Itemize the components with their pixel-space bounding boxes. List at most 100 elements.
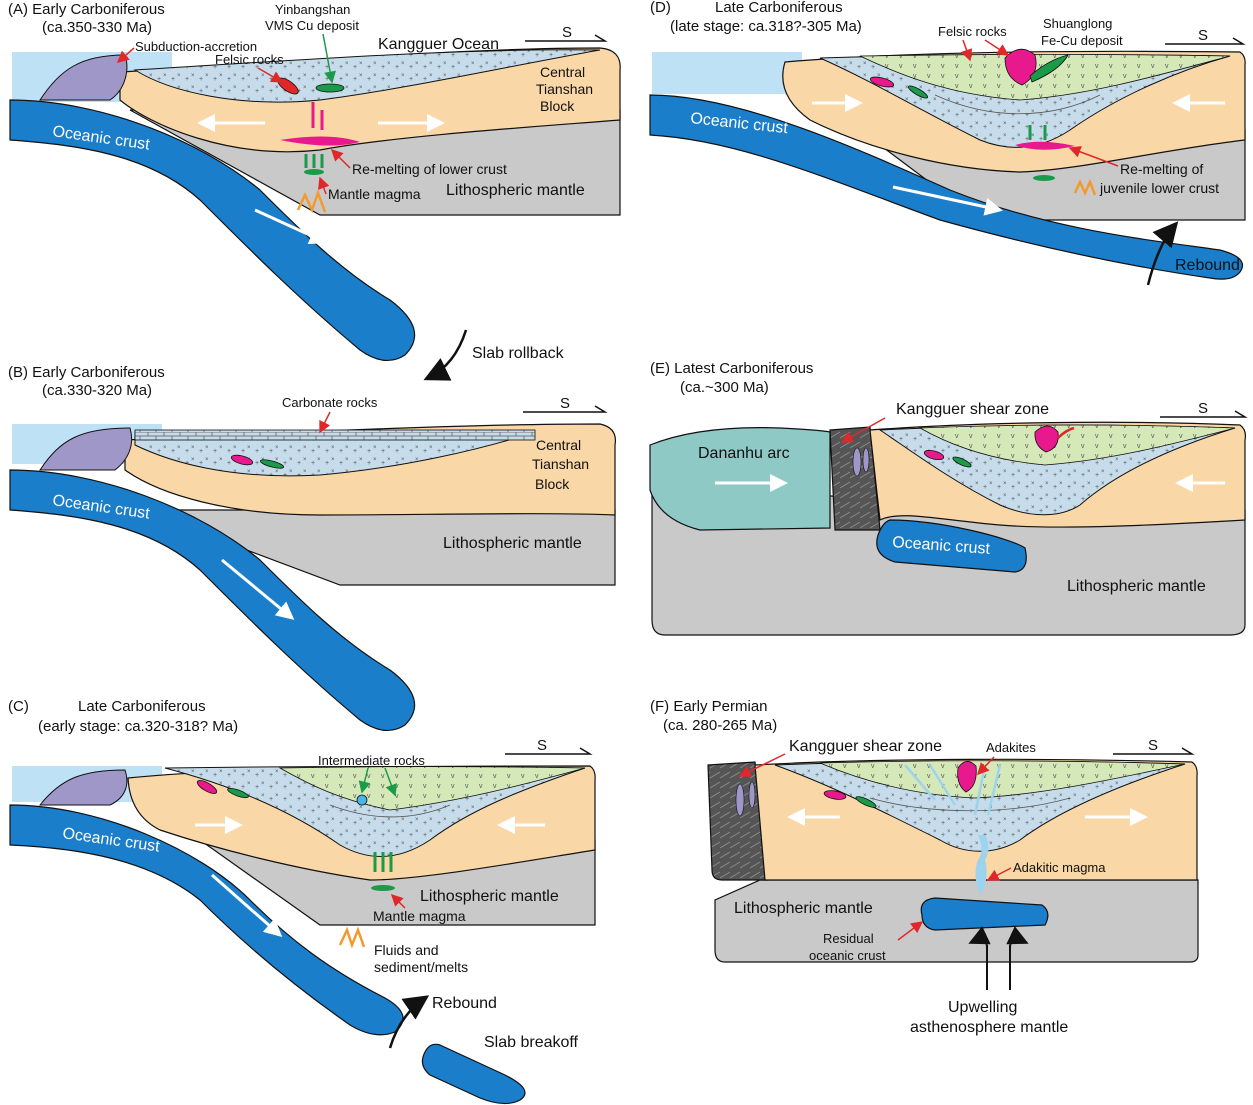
panel-f-title: (F) Early Permian — [650, 698, 768, 715]
panel-d-slab-arrow-icon — [892, 185, 1003, 216]
panel-e-lith-mantle-label: Lithospheric mantle — [1067, 578, 1206, 595]
panel-d-ocean-water — [652, 52, 802, 94]
panel-b-sediment-basin — [134, 431, 536, 477]
panel-b-title: (B) Early Carboniferous — [8, 364, 165, 381]
panel-a-block-line-3: Block — [540, 98, 575, 114]
panel-f-adakitic-magma-label: Adakitic magma — [1013, 860, 1106, 875]
panel-f-residual-line-2: oceanic crust — [809, 948, 886, 963]
panel-f-upwelling-left-arrow-icon — [968, 926, 991, 949]
panel-e: (E) Latest Carboniferous (ca.~300 Ma) S … — [649, 360, 1248, 636]
panel-f-adakitic-magma-conduit — [975, 835, 989, 895]
panel-c-intermediate-body — [356, 794, 368, 806]
panel-c-fluid-icon — [338, 926, 366, 949]
panel-c: (C) Late Carboniferous (early stage: ca.… — [8, 698, 596, 1105]
panel-e-felsic-body — [923, 449, 945, 461]
panel-a-sediment-basin — [133, 49, 601, 103]
panel-a-oceanic-crust-slab — [9, 99, 416, 361]
panel-f-residual-pointer — [897, 921, 924, 941]
panel-b-slab-arrow-icon — [221, 558, 295, 620]
panel-f-upwelling-stems — [986, 945, 1011, 990]
panel-a-mantle-magma-label: Mantle magma — [328, 186, 421, 202]
panel-c-direction-arrow-icon — [505, 747, 593, 755]
panel-c-intermediate-pointer-2 — [384, 767, 397, 797]
panel-c-breakoff-label: Slab breakoff — [484, 1034, 579, 1051]
panel-a-deposit-name: Yinbangshan — [275, 2, 350, 17]
panel-f-shear-label: Kangguer shear zone — [789, 738, 942, 755]
panel-f-shear-lens-1 — [735, 783, 745, 817]
panel-f-lith-mantle-label: Lithospheric mantle — [734, 900, 873, 917]
panel-a-rollback-arrow-icon — [423, 329, 468, 381]
panel-a-melt-dikes — [311, 102, 324, 130]
panel-e-title: (E) Latest Carboniferous — [650, 360, 813, 377]
panel-f-felsic-body — [823, 790, 847, 800]
panel-d-crustal-melt — [1015, 141, 1075, 150]
panel-a-slab-rollback-label: Slab rollback — [472, 345, 565, 362]
panel-d-deposit-name: Shuanglong — [1043, 16, 1112, 31]
panel-f-deposit-body — [855, 796, 877, 808]
panel-f-upwelling-right-arrow-icon — [1006, 926, 1029, 949]
panel-b-oceanic-crust-slab — [9, 469, 416, 731]
panel-a-subtitle: (ca.350-330 Ma) — [42, 19, 152, 36]
panel-f-bedding — [869, 797, 1071, 812]
panel-c-direction-label: S — [537, 737, 547, 754]
panel-f-shear-lens-2 — [748, 781, 756, 809]
panel-d-direction-label: S — [1198, 27, 1208, 44]
panel-f-direction-arrow-icon — [1113, 747, 1195, 755]
panel-b-deposit-body — [259, 459, 285, 469]
panel-d-direction-arrow-icon — [1165, 37, 1246, 45]
panel-b-block-line-2: Tianshan — [532, 456, 589, 472]
panel-d-remelting-pointer — [1068, 146, 1119, 167]
panel-c-rebound-label: Rebound — [432, 995, 497, 1012]
panel-d-shuanglong-deposit-body — [1029, 54, 1069, 83]
panel-e-direction-arrow-icon — [1160, 410, 1248, 418]
panel-f-adakite-intrusion — [957, 761, 977, 793]
panel-e-arc-label: Dananhu arc — [698, 445, 790, 462]
panel-f-upwelling-line-2: asthenosphere mantle — [910, 1019, 1068, 1036]
panel-b-carbonate-label: Carbonate rocks — [282, 395, 378, 410]
panel-a-felsic-label: Felsic rocks — [215, 52, 284, 67]
panel-a-mantle-magma-body — [304, 169, 324, 175]
panel-a-vms-deposit-body — [315, 83, 345, 93]
panel-d-mantle-magma-body — [1033, 175, 1055, 181]
panel-d-deposit-type: Fe-Cu deposit — [1041, 33, 1123, 48]
panel-a-accretion-pointer — [116, 47, 135, 63]
panel-a-mantle-magma-pointer — [318, 176, 330, 195]
panel-c-intermediate-pointer-1 — [358, 767, 371, 794]
panel-f-residual-oceanic-crust — [920, 897, 1049, 931]
panel-d-felsic-pointer-1 — [984, 39, 1010, 56]
panel-d-deposit-body-1 — [907, 85, 929, 99]
panel-f-adakites-label: Adakites — [986, 740, 1036, 755]
panel-f-adakites-pointer — [976, 756, 995, 776]
panel-e-oceanic-crust-label: Oceanic crust — [892, 534, 991, 558]
panel-d-remelting-line-2: juvenile lower crust — [1099, 180, 1219, 196]
panel-c-mantle-dikes — [373, 852, 393, 872]
panel-d-dikes — [1028, 125, 1047, 140]
panel-a-title: (A) Early Carboniferous — [8, 1, 165, 18]
panel-c-mantle-magma-label: Mantle magma — [373, 908, 466, 924]
panel-e-felsic-intrusion — [1034, 425, 1059, 453]
panel-b-carbonate-layer — [134, 429, 536, 441]
panel-c-label: (C) — [8, 698, 29, 715]
panel-c-rebound-arrow-icon — [388, 995, 430, 1049]
panel-e-shear-label: Kangguer shear zone — [896, 401, 1049, 418]
panel-c-lith-mantle-label: Lithospheric mantle — [420, 888, 559, 905]
panel-e-subtitle: (ca.~300 Ma) — [680, 379, 769, 396]
panel-f-adakite-dikes — [904, 764, 1002, 816]
panel-a-remelting-label: Re-melting of lower crust — [352, 161, 507, 177]
panel-b-direction-arrow-icon — [523, 405, 608, 413]
panel-e-deposit-vein — [1057, 426, 1075, 439]
panel-f-subtitle: (ca. 280-265 Ma) — [663, 717, 777, 734]
panel-a-direction-label: S — [562, 24, 572, 41]
panel-f-volcanic-layer — [819, 760, 1186, 799]
panel-c-fluids-line-2: sediment/melts — [374, 959, 468, 975]
panel-b-accretion-wedge — [39, 427, 133, 471]
panel-f-residual-line-1: Residual — [823, 931, 874, 946]
panel-d-felsic-pointer-2 — [960, 39, 973, 62]
panel-b-felsic-body — [230, 454, 254, 466]
panel-d: (D) Late Carboniferous (late stage: ca.3… — [649, 0, 1246, 286]
panel-d-title: Late Carboniferous — [715, 0, 843, 16]
panel-e-volcanic-layer — [918, 424, 1236, 466]
panel-c-felsic-body — [196, 780, 218, 794]
panel-a-block-line-2: Tianshan — [536, 81, 593, 97]
panel-e-dananhu-arc — [649, 427, 831, 531]
